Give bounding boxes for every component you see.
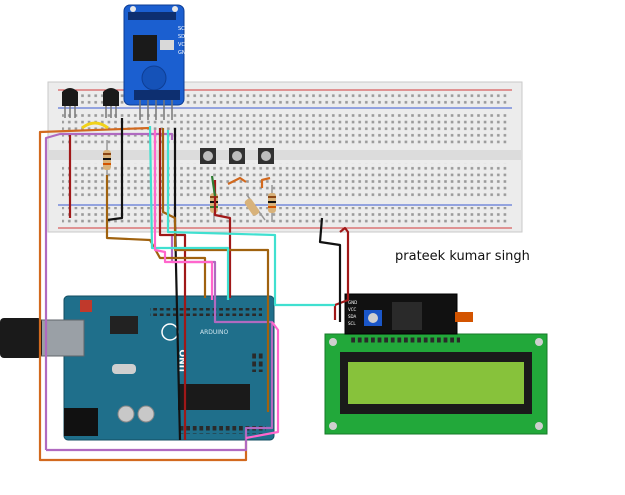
wire-pink-2 [245, 321, 280, 440]
push-button-2 [229, 148, 245, 164]
wire-red-2 [158, 128, 187, 440]
push-button-1 [200, 148, 216, 164]
wire-red-3 [213, 180, 232, 298]
rtc-module: SCL SDA VCC GND [123, 4, 190, 120]
author-label: prateek kumar singh [395, 249, 530, 264]
wire-yellow-top [81, 121, 109, 130]
arduino-brand-text: ARDUINO [200, 329, 229, 336]
backpack-pin-scl: SCL [348, 321, 356, 326]
rtc-label-scl: SCL [178, 26, 188, 32]
wire-purple-loop [44, 132, 174, 450]
resistor-3 [244, 194, 266, 221]
backpack-pin-vcc: VCC [348, 307, 357, 312]
breadboard [47, 81, 523, 233]
wire-pink-1 [153, 130, 214, 300]
wire-orange-btn1 [227, 176, 247, 185]
rtc-side-labels: SCL SDA VCC GND [178, 26, 190, 56]
resistor-1 [103, 140, 111, 180]
backpack-pin-gnd: GND [348, 300, 357, 305]
push-button-3 [258, 148, 274, 164]
wire-black-1 [106, 118, 124, 222]
lcd-display [324, 333, 548, 435]
rtc-label-vcc: VCC [178, 42, 189, 48]
wire-green-btn [210, 175, 217, 197]
arduino-uno: UNO ARDUINO [0, 295, 275, 441]
resistor-4 [268, 185, 276, 222]
sensor-right [103, 88, 119, 118]
wire-cyan-lcd [166, 130, 335, 307]
wire-red-lcd [333, 226, 350, 320]
wire-brown-2 [161, 128, 270, 412]
sensor-left [62, 88, 78, 118]
wire-cyan-1 [148, 125, 230, 300]
i2c-backpack: GND VCC SDA SCL [344, 293, 473, 335]
backpack-pin-sda: SDA [348, 314, 357, 319]
wire-orange-btn2 [260, 176, 271, 188]
wires [38, 118, 350, 462]
wire-orange-main [38, 126, 248, 462]
rtc-label-sda: SDA [178, 34, 189, 40]
rtc-label-gnd: GND [178, 50, 190, 56]
wire-black-lcd [318, 217, 342, 322]
